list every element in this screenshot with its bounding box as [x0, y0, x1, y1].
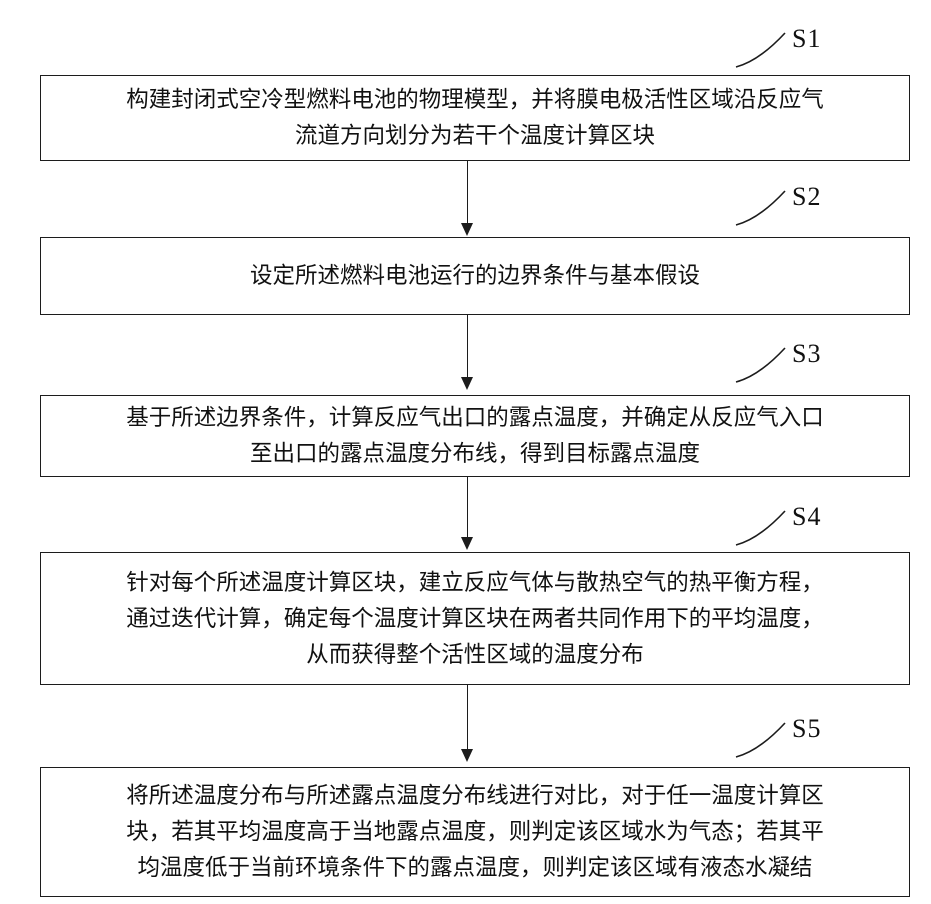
- leader-line-s5: [735, 722, 786, 758]
- down-arrow-3: [460, 477, 474, 550]
- step-label-s4: S4: [792, 502, 822, 531]
- step-text-s1: 构建封闭式空冷型燃料电池的物理模型，并将膜电极活性区域沿反应气 流道方向划分为若…: [126, 87, 824, 148]
- down-arrow-2: [460, 315, 474, 390]
- arrowhead-icon: [461, 377, 473, 390]
- down-arrow-1: [460, 161, 474, 236]
- step-label-s1: S1: [792, 24, 822, 53]
- step-label-s3: S3: [792, 339, 822, 368]
- step-text-s3: 基于所述边界条件，计算反应气出口的露点温度，并确定从反应气入口 至出口的露点温度…: [126, 405, 824, 466]
- leader-line-s1: [735, 32, 786, 68]
- leader-line-s3: [735, 347, 786, 383]
- arrow-line: [466, 315, 468, 377]
- step-text-s5: 将所述温度分布与所述露点温度分布线进行对比，对于任一温度计算区 块，若其平均温度…: [126, 783, 824, 880]
- step-box-s5: 将所述温度分布与所述露点温度分布线进行对比，对于任一温度计算区 块，若其平均温度…: [40, 767, 910, 897]
- arrow-line: [466, 685, 468, 749]
- arrow-line: [466, 161, 468, 223]
- step-box-s2: 设定所述燃料电池运行的边界条件与基本假设: [40, 237, 910, 315]
- step-label-s2: S2: [792, 182, 822, 211]
- arrowhead-icon: [461, 749, 473, 762]
- leader-line-s4: [735, 510, 786, 546]
- leader-line-s2: [735, 190, 786, 226]
- arrow-line: [466, 477, 468, 537]
- step-box-s4: 针对每个所述温度计算区块，建立反应气体与散热空气的热平衡方程， 通过迭代计算，确…: [40, 552, 910, 685]
- step-text-s4: 针对每个所述温度计算区块，建立反应气体与散热空气的热平衡方程， 通过迭代计算，确…: [126, 569, 824, 667]
- down-arrow-4: [460, 685, 474, 762]
- arrowhead-icon: [461, 537, 473, 550]
- step-label-s5: S5: [792, 714, 822, 743]
- step-text-s2: 设定所述燃料电池运行的边界条件与基本假设: [249, 263, 700, 288]
- arrowhead-icon: [461, 223, 473, 236]
- step-box-s1: 构建封闭式空冷型燃料电池的物理模型，并将膜电极活性区域沿反应气 流道方向划分为若…: [40, 75, 910, 161]
- step-box-s3: 基于所述边界条件，计算反应气出口的露点温度，并确定从反应气入口 至出口的露点温度…: [40, 395, 910, 477]
